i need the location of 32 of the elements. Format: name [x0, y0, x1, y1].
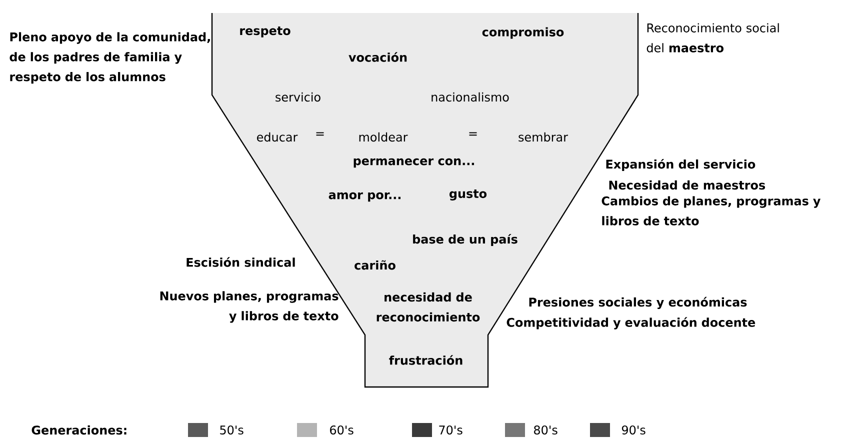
funnel-word: respeto	[240, 26, 290, 38]
side-note: Escisión sindical	[186, 257, 295, 267]
funnel-word: frustración	[389, 355, 462, 365]
funnel-word: necesidad de reconocimiento	[376, 292, 480, 322]
funnel-word: educar	[257, 132, 298, 142]
funnel-word: amor por...	[328, 192, 400, 202]
legend-label: 50's	[220, 425, 244, 434]
equals-sign: =	[316, 132, 324, 136]
side-note: Cambios de planes, programas y libros de texto	[602, 196, 820, 226]
side-note: Reconocimiento social del maestro	[646, 23, 779, 52]
funnel-word: gusto	[449, 190, 487, 200]
funnel-word: servicio	[276, 92, 320, 102]
funnel-word: cariño	[354, 260, 396, 270]
legend-label: 70's	[439, 425, 462, 434]
legend-label: 80's	[534, 425, 558, 434]
funnel-word: nacionalismo	[432, 92, 509, 102]
legend-title: Generaciones:	[32, 425, 126, 435]
side-note: Pleno apoyo de la comunidad, de los padres de familia y respeto de los alumnos	[10, 32, 210, 84]
funnel-word: moldear	[359, 132, 408, 142]
funnel-word: vocación	[348, 52, 407, 62]
funnel-word: sembrar	[518, 132, 568, 142]
side-note: Competitividad y evaluación docente	[506, 317, 756, 330]
legend-label: 90's	[622, 425, 646, 434]
side-note: Necesidad de maestros	[609, 180, 765, 190]
legend-label: 60's	[330, 425, 354, 434]
funnel-word: compromiso	[482, 27, 564, 39]
side-note: Presiones sociales y económicas	[529, 296, 747, 310]
side-note: Nuevos planes, programas y libros de texto	[160, 291, 338, 323]
side-note: Expansión del servicio	[606, 158, 756, 171]
funnel-word: base de un país	[413, 234, 518, 246]
funnel-word: permanecer con...	[354, 158, 474, 168]
equals-sign: =	[469, 132, 477, 136]
